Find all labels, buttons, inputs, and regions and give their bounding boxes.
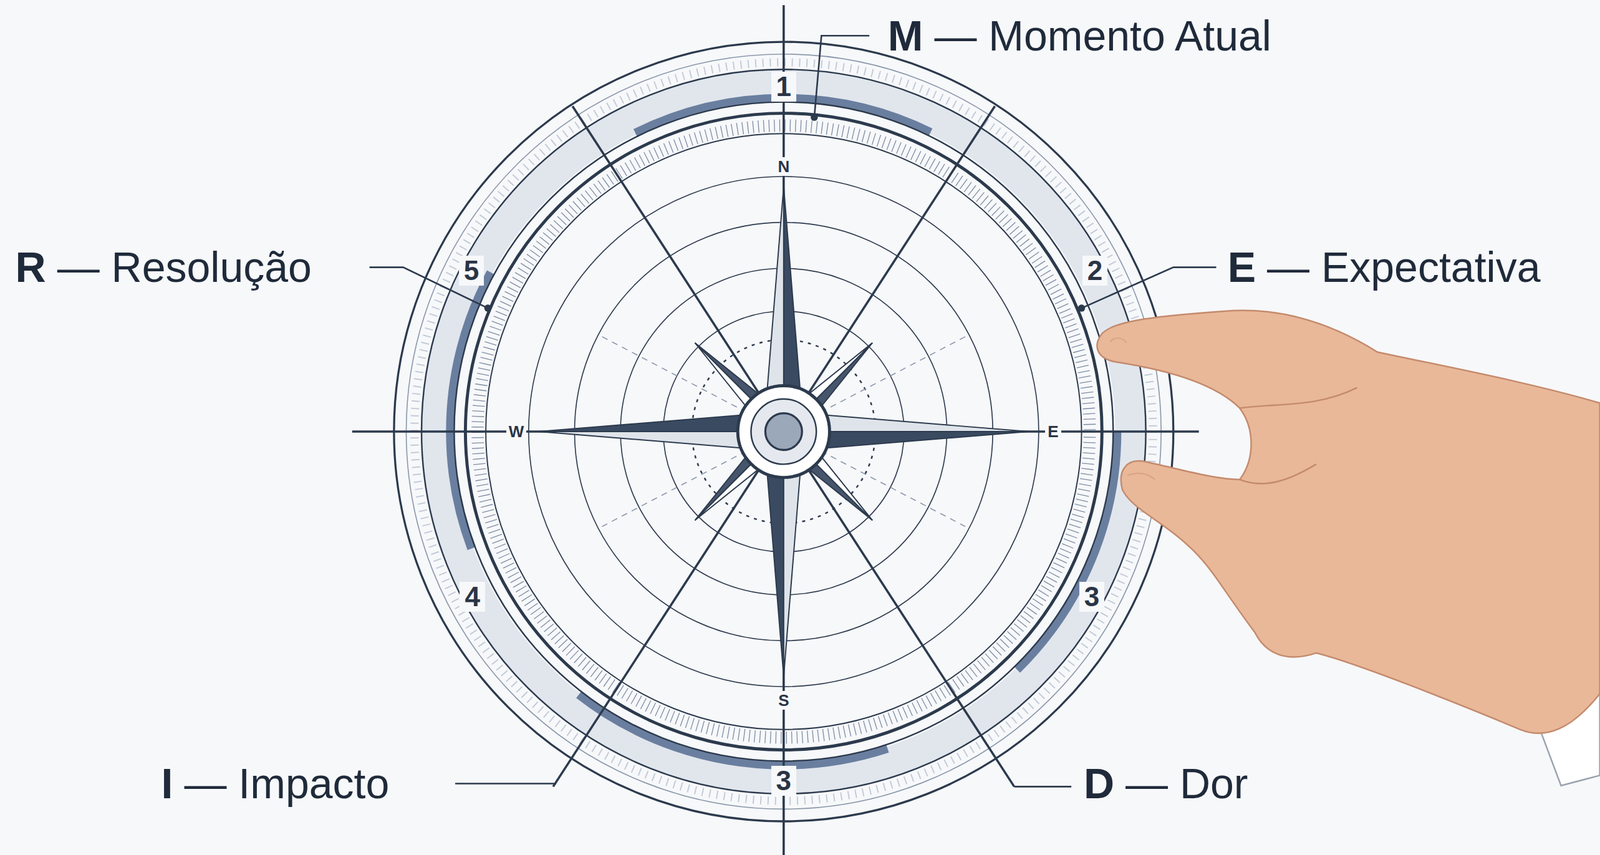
step-letter: I [161, 760, 174, 807]
ring-number: 4 [459, 581, 485, 612]
ring-number: 5 [458, 255, 484, 286]
callout-label: I— Impacto [161, 760, 390, 807]
step-letter: E [1227, 243, 1256, 291]
step-name: — Expectativa [1267, 243, 1541, 291]
callout-label: E— Expectativa [1227, 243, 1541, 291]
step-letter: D [1083, 760, 1115, 807]
leader-dots [484, 113, 1086, 312]
cardinal-letter: E [1045, 422, 1061, 441]
callout-label: M— Momento Atual [887, 12, 1272, 60]
step-letter: R [15, 243, 47, 291]
ring-number: 1 [771, 71, 797, 102]
ring-number: 3 [771, 765, 797, 796]
callout-label: R— Resolução [15, 243, 312, 291]
ring-number: 3 [1079, 581, 1105, 612]
cardinal-letter: N [775, 157, 792, 176]
cardinal-letter: W [506, 422, 527, 441]
step-letter: M [887, 12, 924, 60]
step-name: — Dor [1125, 760, 1248, 807]
step-name: — Impacto [183, 760, 390, 807]
step-name: — Resolução [57, 243, 312, 291]
compass-rose [538, 186, 1029, 676]
compass-rings [394, 41, 1174, 822]
leader-lines [369, 35, 1217, 787]
bearing-lines [352, 4, 1200, 855]
callout-label: D— Dor [1083, 760, 1249, 807]
step-name: — Momento Atual [934, 12, 1271, 60]
hand-illustration [1096, 310, 1600, 786]
cardinal-letter: S [775, 690, 792, 710]
ring-number: 2 [1082, 255, 1108, 286]
